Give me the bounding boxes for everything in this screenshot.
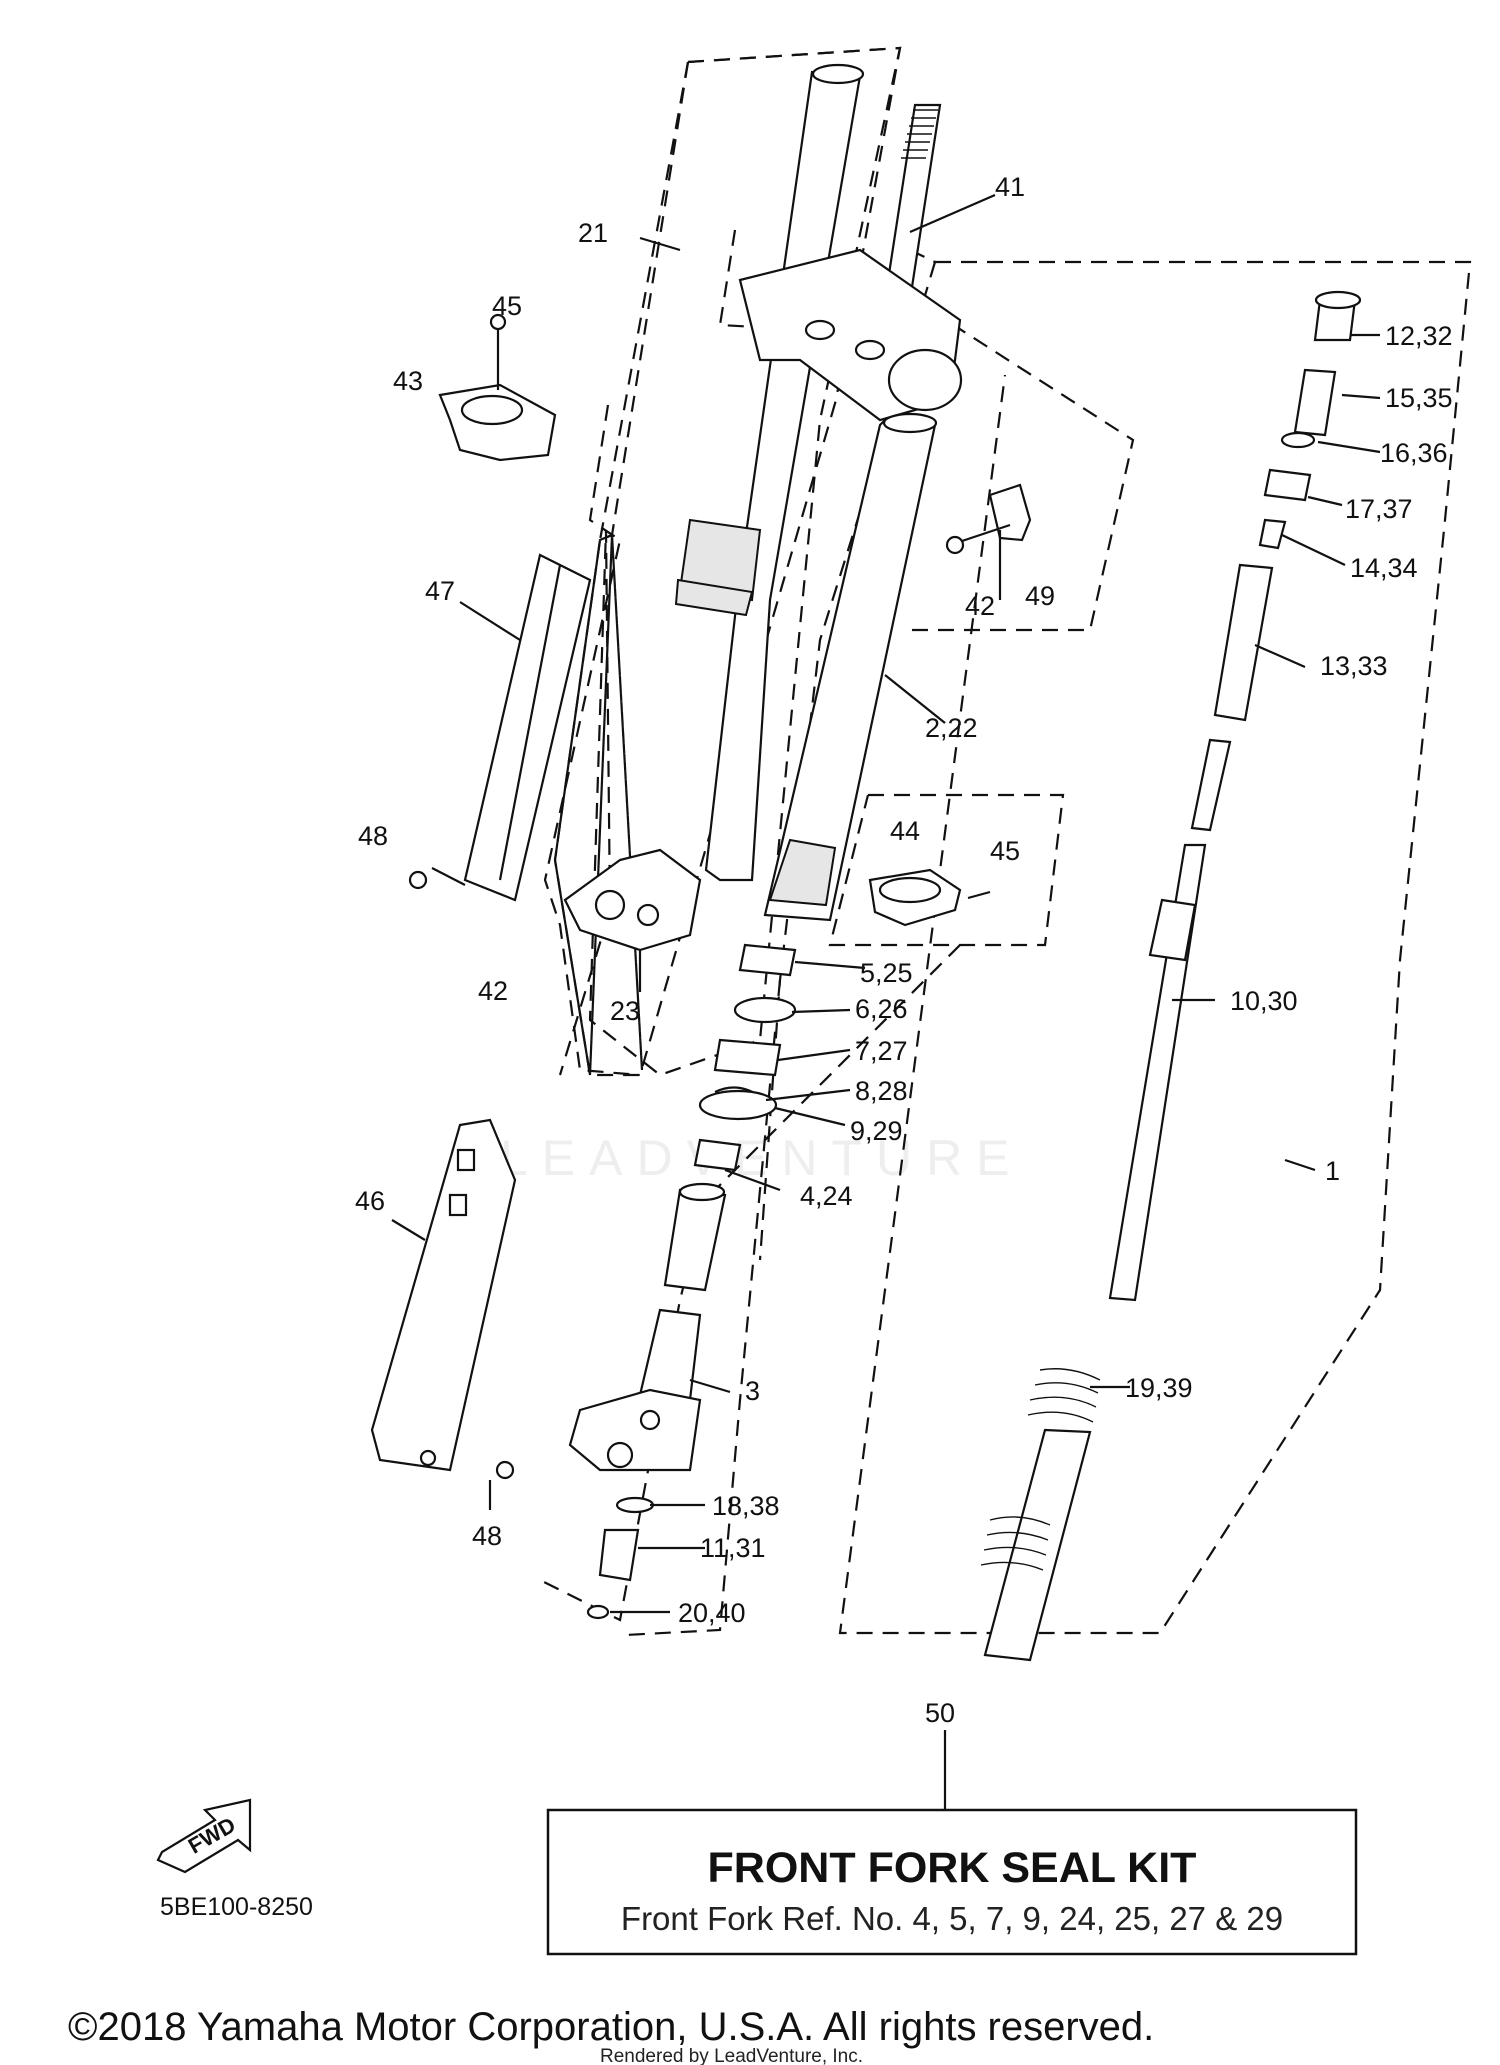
label-23: 23 bbox=[610, 996, 640, 1026]
label-1: 1 bbox=[1325, 1156, 1340, 1186]
label-49: 49 bbox=[1025, 581, 1055, 611]
fork-clamp-44 bbox=[868, 868, 991, 927]
seal-kit-refs: Front Fork Ref. No. 4, 5, 7, 9, 24, 25, … bbox=[621, 1900, 1283, 1937]
label-41: 41 bbox=[995, 172, 1025, 202]
label-14-34: 14,34 bbox=[1350, 553, 1418, 583]
fork-guard-47 bbox=[408, 553, 592, 902]
fwd-arrow-icon: FWD bbox=[156, 1798, 252, 1874]
watermark-text: LEADVENTURE bbox=[500, 1130, 1024, 1186]
leader-lines bbox=[391, 193, 1381, 1810]
label-16-36: 16,36 bbox=[1380, 438, 1448, 468]
label-3: 3 bbox=[745, 1376, 760, 1406]
label-12-32: 12,32 bbox=[1385, 321, 1453, 351]
label-8-28: 8,28 bbox=[855, 1076, 908, 1106]
bracket-49 bbox=[945, 483, 1032, 555]
label-48-lower: 48 bbox=[472, 1521, 502, 1551]
fork-clamp-43 bbox=[438, 313, 557, 462]
seal-stack bbox=[693, 943, 797, 1172]
damper-assembly bbox=[980, 290, 1362, 1662]
part-labels: 21 41 45 43 12,32 15,35 16,36 17,37 14,3… bbox=[355, 172, 1453, 1728]
label-43: 43 bbox=[393, 366, 423, 396]
bottom-fittings bbox=[586, 1496, 655, 1620]
label-9-29: 9,29 bbox=[850, 1116, 903, 1146]
label-15-35: 15,35 bbox=[1385, 383, 1453, 413]
fork-guard-46 bbox=[370, 1118, 517, 1480]
seal-kit-box: FRONT FORK SEAL KIT Front Fork Ref. No. … bbox=[546, 1808, 1358, 1956]
group-outline-1 bbox=[838, 260, 1472, 1635]
label-4-24: 4,24 bbox=[800, 1181, 853, 1211]
inner-fork-tube bbox=[763, 412, 938, 922]
label-6-26: 6,26 bbox=[855, 994, 908, 1024]
label-42-lower: 42 bbox=[478, 976, 508, 1006]
label-18-38: 18,38 bbox=[712, 1491, 780, 1521]
lower-leg bbox=[568, 1182, 727, 1472]
label-20-40: 20,40 bbox=[678, 1598, 746, 1628]
label-50: 50 bbox=[925, 1698, 955, 1728]
label-21: 21 bbox=[578, 218, 608, 248]
label-48: 48 bbox=[358, 821, 388, 851]
label-7-27: 7,27 bbox=[855, 1036, 908, 1066]
label-5-25: 5,25 bbox=[860, 958, 913, 988]
label-42: 42 bbox=[965, 591, 995, 621]
label-13-33: 13,33 bbox=[1320, 651, 1388, 681]
triple-clamp bbox=[738, 248, 963, 422]
label-45: 45 bbox=[492, 291, 522, 321]
label-11-31: 11,31 bbox=[700, 1533, 766, 1563]
copyright-text: ©2018 Yamaha Motor Corporation, U.S.A. A… bbox=[68, 2005, 1154, 2049]
seal-kit-title: FRONT FORK SEAL KIT bbox=[708, 1844, 1197, 1892]
label-46: 46 bbox=[355, 1186, 385, 1216]
diagram-code: 5BE100-8250 bbox=[160, 1893, 313, 1921]
label-44: 44 bbox=[890, 816, 920, 846]
rendered-by-text: Rendered by LeadVenture, Inc. bbox=[600, 2046, 863, 2065]
label-47: 47 bbox=[425, 576, 455, 606]
label-45-lower: 45 bbox=[990, 836, 1020, 866]
group-outline-44 bbox=[828, 793, 1065, 947]
group-outline-21 bbox=[553, 46, 902, 1077]
label-10-30: 10,30 bbox=[1230, 986, 1298, 1016]
label-19-39: 19,39 bbox=[1125, 1373, 1193, 1403]
label-17-37: 17,37 bbox=[1345, 494, 1413, 524]
label-2-22: 2,22 bbox=[925, 713, 978, 743]
